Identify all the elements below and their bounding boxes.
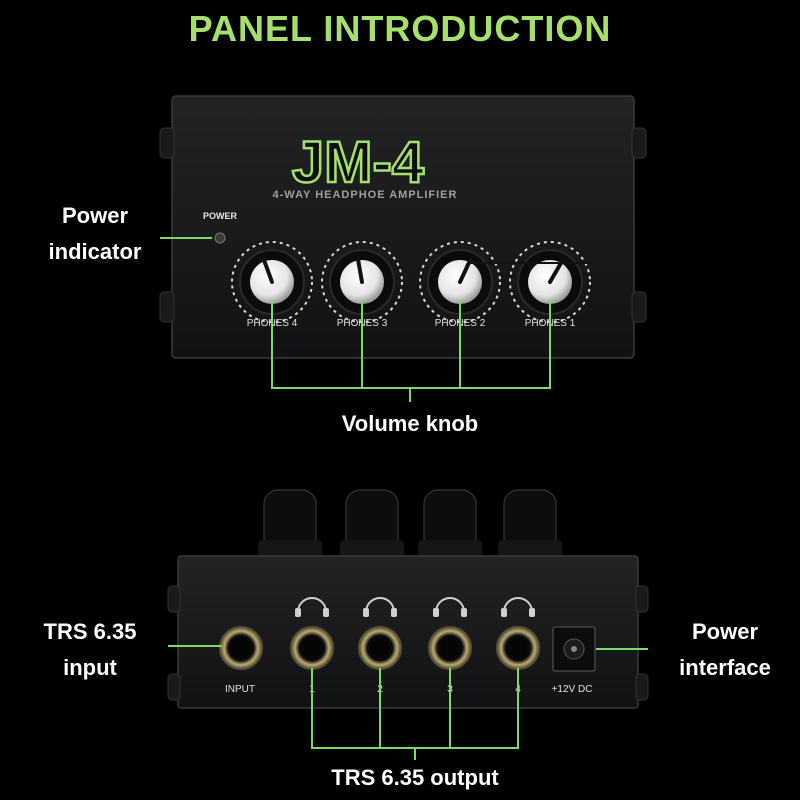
trs-input-callout: TRS 6.35 input (10, 614, 170, 686)
rear-knob (340, 489, 404, 558)
headphone-icon-cup (433, 608, 439, 617)
headphone-icon-cup (363, 608, 369, 617)
power-label: POWER (203, 211, 238, 221)
front-screw-tab (159, 127, 175, 159)
callout-line: Power (691, 619, 759, 644)
product-subtitle: 4-WAY HEADPHOE AMPLIFIER (273, 189, 458, 201)
knob-scale-ring (419, 241, 501, 323)
knob-pointer (355, 256, 364, 284)
headphone-icon-cup (295, 608, 301, 617)
headphone-icon (297, 597, 327, 613)
output-jack-hole (370, 638, 390, 658)
knob-scale-ring (231, 241, 313, 323)
output-jack-hole (508, 638, 528, 658)
power-interface-callout: Power interface (650, 614, 800, 686)
volume-knob[interactable]: PHONES 3 (321, 241, 403, 329)
rear-knob-base (258, 540, 322, 558)
front-screw-tab (631, 291, 647, 323)
rear-knob-base (340, 540, 404, 558)
volume-knob[interactable]: PHONES 4 (231, 241, 313, 329)
callout-line: TRS 6.35 (43, 619, 137, 644)
back-screw-tab (167, 585, 181, 613)
headphone-icon (435, 597, 465, 613)
back-panel-body (177, 555, 639, 709)
callout-line: interface (679, 655, 771, 680)
product-logo: JM-4 (292, 130, 424, 195)
output-jack-hole (440, 638, 460, 658)
power-indicator-callout: Power indicator (30, 198, 160, 270)
volume-knob-callout: Volume knob (341, 411, 479, 436)
knob-scale-ring (321, 241, 403, 323)
headphone-icon-cup (529, 608, 535, 617)
headphone-icon-cup (323, 608, 329, 617)
power-led (214, 232, 226, 244)
headphone-icon (365, 597, 395, 613)
back-screw-tab (635, 585, 649, 613)
back-screw-tab (635, 673, 649, 701)
knob-scale-ring (509, 241, 591, 323)
leader-lines (160, 237, 648, 760)
dc-jack-pin (571, 646, 577, 652)
back-screw-tab (167, 673, 181, 701)
output-jack-hole (302, 638, 322, 658)
trs-output-callout: TRS 6.35 output (331, 765, 499, 790)
rear-knob-base (498, 540, 562, 558)
rear-knob (418, 489, 482, 558)
input-label: INPUT (225, 684, 255, 695)
headphone-icon-cup (461, 608, 467, 617)
page-title: PANEL INTRODUCTION (188, 8, 612, 49)
rear-knob-base (418, 540, 482, 558)
dc-label: +12V DC (552, 684, 593, 695)
knob-pointer (261, 257, 274, 284)
headphone-icon-cup (501, 608, 507, 617)
rear-knob (498, 489, 562, 558)
headphone-icon (503, 597, 533, 613)
output-jack: 3 (428, 597, 472, 695)
rear-knob (258, 489, 322, 558)
callout-line: Power (61, 203, 129, 228)
knob-pointer (548, 259, 564, 284)
callout-line: indicator (48, 239, 142, 264)
input-jack-hole (231, 638, 251, 658)
front-screw-tab (159, 291, 175, 323)
headphone-icon-cup (391, 608, 397, 617)
front-screw-tab (631, 127, 647, 159)
front-panel: JM-4 4-WAY HEADPHOE AMPLIFIER POWER PHON… (159, 95, 647, 359)
callout-line: input (63, 655, 117, 680)
